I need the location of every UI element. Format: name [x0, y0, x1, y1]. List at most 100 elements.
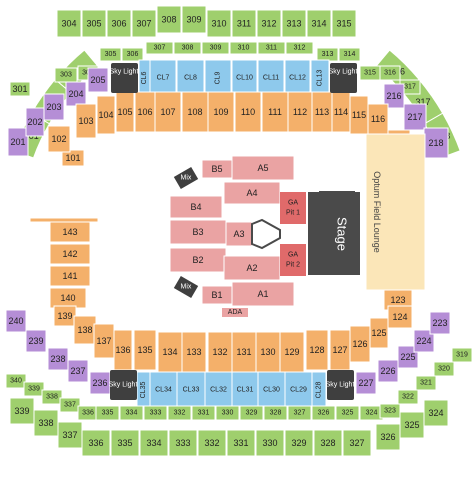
section-109[interactable]: 109: [207, 91, 235, 133]
section-333[interactable]: 333: [168, 429, 198, 457]
section-306[interactable]: 306: [121, 47, 144, 62]
section-338[interactable]: 338: [33, 409, 59, 437]
section-cl31[interactable]: CL31: [231, 371, 259, 409]
ada-section[interactable]: ADA: [222, 308, 248, 317]
section-333[interactable]: 333: [143, 405, 168, 421]
section-203[interactable]: 203: [43, 93, 65, 121]
section-237[interactable]: 237: [67, 359, 89, 383]
section-239[interactable]: 239: [25, 329, 47, 353]
section-136[interactable]: 136: [113, 329, 133, 371]
section-325[interactable]: 325: [399, 411, 425, 439]
section-319[interactable]: 319: [451, 347, 473, 363]
optum-field-lounge[interactable]: Optum Field Lounge: [365, 133, 426, 291]
section-332[interactable]: 332: [167, 405, 192, 421]
section-125[interactable]: 125: [369, 317, 389, 349]
section-113[interactable]: 113: [311, 91, 333, 133]
section-138[interactable]: 138: [73, 315, 97, 345]
section-105[interactable]: 105: [115, 91, 135, 133]
section-115[interactable]: 115: [349, 95, 369, 135]
section-cl32[interactable]: CL32: [204, 371, 233, 409]
section-b4[interactable]: B4: [169, 195, 223, 219]
section-335[interactable]: 335: [110, 429, 140, 457]
section-312[interactable]: 312: [256, 9, 282, 38]
section-330[interactable]: 330: [215, 405, 240, 421]
section-135[interactable]: 135: [133, 329, 157, 371]
section-116[interactable]: 116: [367, 103, 389, 135]
section-307[interactable]: 307: [131, 9, 157, 38]
section-cl35[interactable]: CL35: [136, 371, 151, 409]
section-308[interactable]: 308: [156, 5, 182, 34]
section-a2[interactable]: A2: [223, 255, 281, 281]
section-301[interactable]: 301: [9, 81, 31, 97]
section-311[interactable]: 311: [231, 9, 257, 38]
section-328[interactable]: 328: [313, 429, 343, 457]
section-332[interactable]: 332: [197, 429, 227, 457]
section-308[interactable]: 308: [173, 41, 202, 55]
section-336[interactable]: 336: [77, 405, 99, 421]
section-a3[interactable]: A3: [225, 221, 253, 247]
section-106[interactable]: 106: [134, 91, 156, 133]
section-316[interactable]: 316: [379, 65, 401, 81]
section-cl28[interactable]: CL28: [311, 371, 327, 409]
section-331[interactable]: 331: [191, 405, 216, 421]
section-142[interactable]: 142: [49, 243, 91, 265]
section-328[interactable]: 328: [263, 405, 288, 421]
section-a1[interactable]: A1: [231, 281, 295, 307]
section-129[interactable]: 129: [279, 331, 305, 373]
section-cl6[interactable]: CL6: [138, 59, 151, 97]
section-137[interactable]: 137: [93, 323, 115, 359]
section-b5[interactable]: B5: [201, 159, 233, 179]
section-334[interactable]: 334: [139, 429, 169, 457]
section-218[interactable]: 218: [423, 127, 449, 159]
section-143[interactable]: 143: [49, 221, 91, 243]
section-240[interactable]: 240: [5, 309, 27, 333]
section-323[interactable]: 323: [379, 403, 401, 419]
section-311[interactable]: 311: [257, 41, 286, 55]
section-321[interactable]: 321: [415, 375, 437, 391]
section-cl34[interactable]: CL34: [149, 371, 178, 409]
section-b1[interactable]: B1: [201, 285, 233, 305]
section-324[interactable]: 324: [423, 399, 449, 427]
section-307[interactable]: 307: [145, 41, 174, 55]
section-322[interactable]: 322: [397, 389, 419, 405]
section-335[interactable]: 335: [95, 405, 120, 421]
section-304[interactable]: 304: [56, 9, 82, 38]
section-205[interactable]: 205: [87, 67, 109, 93]
section-339[interactable]: 339: [9, 397, 35, 425]
section-325[interactable]: 325: [335, 405, 360, 421]
section-103[interactable]: 103: [75, 103, 97, 139]
section-315[interactable]: 315: [331, 9, 357, 38]
section-305[interactable]: 305: [81, 9, 107, 38]
section-313[interactable]: 313: [316, 47, 339, 62]
section-329[interactable]: 329: [284, 429, 314, 457]
section-329[interactable]: 329: [239, 405, 264, 421]
section-cl30[interactable]: CL30: [257, 371, 286, 409]
section-b3[interactable]: B3: [169, 219, 227, 245]
section-337[interactable]: 337: [59, 397, 81, 413]
section-202[interactable]: 202: [25, 107, 45, 137]
section-112[interactable]: 112: [287, 91, 313, 133]
section-130[interactable]: 130: [255, 331, 281, 373]
section-128[interactable]: 128: [305, 329, 329, 371]
section-320[interactable]: 320: [433, 361, 455, 377]
section-309[interactable]: 309: [181, 5, 207, 34]
section-326[interactable]: 326: [375, 423, 401, 451]
section-236[interactable]: 236: [89, 371, 111, 395]
section-cl11[interactable]: CL11: [257, 59, 285, 97]
section-114[interactable]: 114: [331, 91, 351, 133]
section-104[interactable]: 104: [96, 95, 116, 135]
section-107[interactable]: 107: [154, 91, 182, 133]
section-[interactable]: [29, 217, 99, 223]
section-201[interactable]: 201: [7, 127, 29, 157]
section-111[interactable]: 111: [261, 91, 289, 133]
section-314[interactable]: 314: [306, 9, 332, 38]
section-b2[interactable]: B2: [169, 247, 227, 273]
section-101[interactable]: 101: [61, 149, 85, 167]
section-139[interactable]: 139: [53, 305, 77, 327]
section-336[interactable]: 336: [81, 429, 111, 457]
section-303[interactable]: 303: [54, 67, 78, 83]
section-337[interactable]: 337: [57, 421, 83, 449]
section-327[interactable]: 327: [342, 429, 372, 457]
